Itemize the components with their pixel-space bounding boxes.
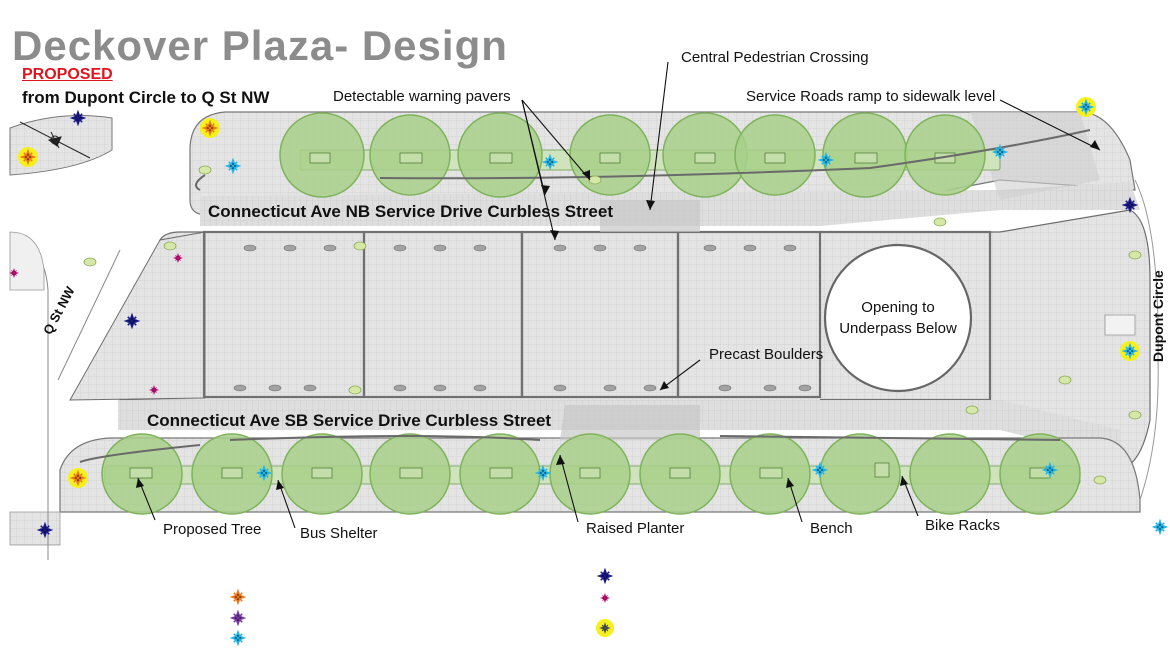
status-label: PROPOSED [22,66,113,83]
navy-star-icon [1123,198,1137,212]
sw-corner [9,511,61,546]
bike-racks-label: Bike Racks [925,517,1001,534]
navy-star-icon [71,111,85,125]
sb-street-label: Connecticut Ave SB Service Drive Curbles… [147,411,552,430]
orange-star-icon [231,590,245,604]
page-subtitle: from Dupont Circle to Q St NW [22,88,270,107]
precast-boulders-label: Precast Boulders [709,346,824,363]
plan-star-markers [9,97,1167,537]
opening-label-line2: Underpass Below [839,320,957,337]
dupont-circle-label: Dupont Circle [1150,270,1166,362]
legend-symbols [231,569,614,645]
cyan-star-icon [226,159,240,173]
dupont-stairs [1104,314,1136,336]
small-planters [83,165,1142,485]
west-stair [9,231,45,291]
precast-boulders [233,244,812,392]
orange-yellow-star-icon [21,150,35,164]
service-roads-label: Service Roads ramp to sidewalk level [746,88,996,105]
raised-planter-label: Raised Planter [586,520,685,537]
cyan-star-icon [1043,463,1057,477]
central-crossing-label: Central Pedestrian Crossing [681,49,869,66]
nb-ramp-curve [195,129,1091,191]
dupont-curb [1134,179,1159,501]
bench-label: Bench [810,520,853,537]
underpass-opening [823,243,973,393]
north-arrow-icon [19,121,91,159]
cyan-star-icon [231,631,245,645]
sb-ramp-curve [79,435,1061,463]
cyan-star-icon [1153,520,1167,534]
warning-pavers-label: Detectable warning pavers [333,88,511,105]
orange-yellow-star-icon [203,121,217,135]
cyan-yellow-star-icon [1123,344,1137,358]
navy-star-icon [598,569,612,583]
cyan-yellow-star-icon [1079,100,1093,114]
opening-label-line1: Opening to [861,299,935,316]
purple-star-icon [231,611,245,625]
west-wedge-plaza [69,231,206,401]
benches [129,152,1051,479]
arrowheads [136,140,1100,490]
bus-shelter-label: Bus Shelter [300,525,378,542]
proposed-tree-label: Proposed Tree [163,521,262,538]
north-trees [279,112,986,198]
nb-street-label: Connecticut Ave NB Service Drive Curbles… [208,202,613,221]
magenta-star-icon [600,593,610,603]
south-crossing-shadow [560,405,700,440]
page-title: Deckover Plaza- Design [12,22,508,69]
central-crossing-shadow [600,200,700,232]
